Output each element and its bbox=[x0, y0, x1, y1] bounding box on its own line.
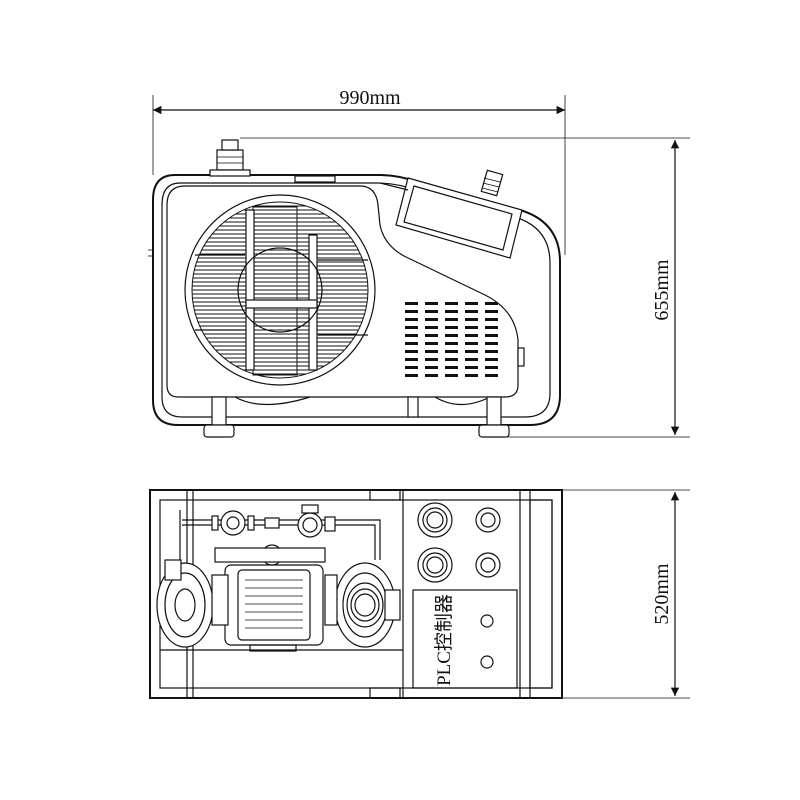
valve-knob-icon bbox=[475, 507, 501, 533]
pressure-gauge-icon bbox=[417, 547, 453, 583]
valve-cover-icon bbox=[395, 169, 523, 259]
right-coil-icon bbox=[324, 562, 401, 648]
plc-controller-box: PLC控制器 bbox=[412, 589, 518, 689]
front-view bbox=[148, 139, 561, 438]
width-dimension: 990mm bbox=[152, 87, 566, 255]
depth-dimension: 520mm bbox=[540, 489, 690, 699]
left-foot-icon bbox=[203, 396, 235, 438]
valve-knob-icon bbox=[475, 552, 501, 578]
height-label: 655mm bbox=[651, 259, 673, 321]
vent-grille-icon bbox=[405, 302, 498, 377]
right-foot-icon bbox=[478, 396, 510, 438]
cooling-fan-icon bbox=[184, 194, 376, 386]
plc-button-icon bbox=[480, 614, 494, 628]
top-frame bbox=[149, 489, 563, 699]
width-label: 990mm bbox=[339, 87, 401, 109]
depth-label: 520mm bbox=[651, 563, 673, 625]
left-cylinder-icon bbox=[156, 559, 229, 648]
top-view: PLC控制器 bbox=[149, 489, 563, 699]
plc-label: PLC控制器 bbox=[433, 594, 455, 686]
piping-assembly-icon bbox=[179, 504, 381, 560]
height-dimension: 655mm bbox=[240, 137, 690, 438]
pressure-gauge-icon bbox=[417, 502, 453, 538]
compressor-icon bbox=[214, 544, 326, 652]
top-filter-fitting-icon bbox=[209, 139, 251, 177]
plc-button-icon bbox=[480, 655, 494, 669]
